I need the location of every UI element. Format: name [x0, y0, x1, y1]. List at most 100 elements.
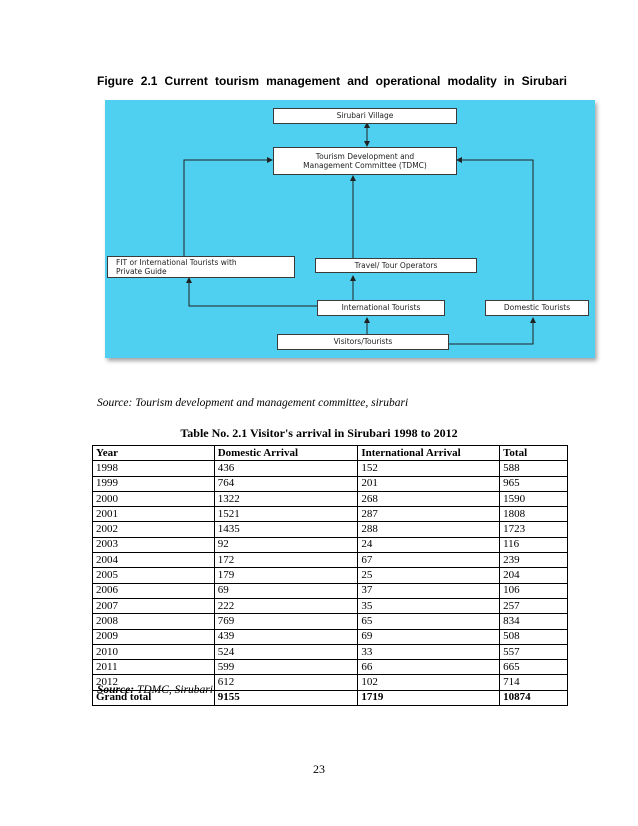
table-cell: 69 [357, 628, 501, 645]
table-cell: 204 [499, 567, 568, 584]
table-cell: 834 [499, 613, 568, 630]
table-cell: 1999 [92, 475, 215, 492]
box-label: Tourism Development and [315, 151, 415, 161]
table-cell: 1998 [92, 460, 215, 477]
table-cell: 2002 [92, 521, 215, 538]
table-cell: 222 [213, 597, 359, 615]
table-cell: 436 [213, 460, 359, 477]
table-cell: 1808 [499, 506, 568, 523]
table-cell: 69 [213, 582, 359, 599]
table-cell: 67 [357, 552, 501, 569]
table-cell: 268 [357, 490, 501, 508]
caption-word: 2.1 [140, 74, 158, 88]
table-cell: 2009 [92, 628, 215, 645]
table-cell: 612 [213, 674, 359, 691]
figure-source: Source: Tourism development and manageme… [97, 397, 409, 409]
table-total-cell: 10874 [499, 689, 568, 707]
table-cell: 557 [499, 643, 568, 661]
header-domestic: Domestic Arrival [213, 444, 359, 462]
table-cell: 257 [499, 597, 568, 615]
caption-word: in [503, 74, 515, 88]
box-tdmc: Tourism Development and Management Commi… [273, 147, 457, 175]
box-fit-tourists: FIT or International Tourists with Priva… [107, 256, 295, 278]
box-label: Sirubari Village [336, 111, 394, 121]
table-total-cell: Grand total [92, 689, 215, 707]
table-cell: 2004 [92, 552, 215, 569]
caption-word: tourism [214, 74, 259, 88]
header-total: Total [499, 444, 568, 462]
caption-word: Sirubari [521, 74, 567, 88]
table-cell: 2003 [92, 536, 215, 554]
diagram-arrows [183, 122, 536, 345]
caption-word: modality [447, 74, 497, 88]
box-domestic-tourists: Domestic Tourists [485, 300, 589, 316]
table-cell: 1521 [213, 506, 359, 523]
table-cell: 2006 [92, 582, 215, 599]
table-cell: 714 [499, 674, 568, 691]
table-cell: 92 [213, 536, 359, 554]
table-title: Table No. 2.1 Visitor's arrival in Sirub… [180, 426, 458, 440]
table-cell: 665 [499, 659, 568, 676]
table-source-text: TDMC, Sirubari [134, 684, 213, 696]
caption-word: operational [375, 74, 441, 88]
box-label: International Tourists [341, 303, 421, 313]
table-cell: 102 [357, 674, 501, 691]
table-cell: 1435 [213, 521, 359, 538]
table-cell: 24 [357, 536, 501, 554]
table-cell: 508 [499, 628, 568, 645]
arrow-visitors-to-domestic [449, 317, 536, 345]
table-cell: 106 [499, 582, 568, 599]
table-cell: 37 [357, 582, 501, 599]
table-source-label: Source: [97, 684, 135, 696]
table-cell: 764 [213, 475, 359, 492]
table-source: Source: TDMC, Sirubari [97, 684, 213, 696]
table-cell: 2011 [92, 659, 215, 676]
table-cell: 25 [357, 567, 501, 584]
box-label: Domestic Tourists [503, 303, 571, 313]
box-label: Management Committee (TDMC) [303, 161, 427, 170]
table-cell: 2007 [92, 597, 215, 615]
table-cell: 599 [213, 659, 359, 676]
table-cell: 2010 [92, 643, 215, 661]
header-year: Year [92, 444, 215, 462]
table-cell: 116 [499, 536, 568, 554]
table-cell: 288 [357, 521, 501, 538]
box-label: Visitors/Tourists [333, 337, 393, 347]
table-cell: 65 [357, 613, 501, 630]
box-international-tourists: International Tourists [317, 300, 445, 316]
caption-word: and [347, 74, 369, 88]
table-cell: 2001 [92, 506, 215, 523]
table-header-row: Year Domestic Arrival International Arri… [92, 444, 568, 462]
table-cell: 2005 [92, 567, 215, 584]
table-cell: 1322 [213, 490, 359, 508]
table-cell: 524 [213, 643, 359, 661]
table-cell: 1590 [499, 490, 568, 508]
box-sirubari-village: Sirubari Village [273, 108, 457, 124]
box-tour-operators: Travel/ Tour Operators [315, 258, 477, 273]
arrow-fit-to-tdmc [183, 157, 273, 259]
table-cell: 2008 [92, 613, 215, 630]
box-label: Travel/ Tour Operators [354, 260, 438, 270]
table-cell: 965 [499, 475, 568, 492]
box-label: Private Guide [116, 267, 167, 276]
table-cell: 66 [357, 659, 501, 676]
table-cell: 33 [357, 643, 501, 661]
box-label: FIT or International Tourists with [116, 257, 237, 267]
caption-word: Current [164, 74, 208, 88]
table-cell: 201 [357, 475, 501, 492]
table-cell: 2000 [92, 490, 215, 508]
